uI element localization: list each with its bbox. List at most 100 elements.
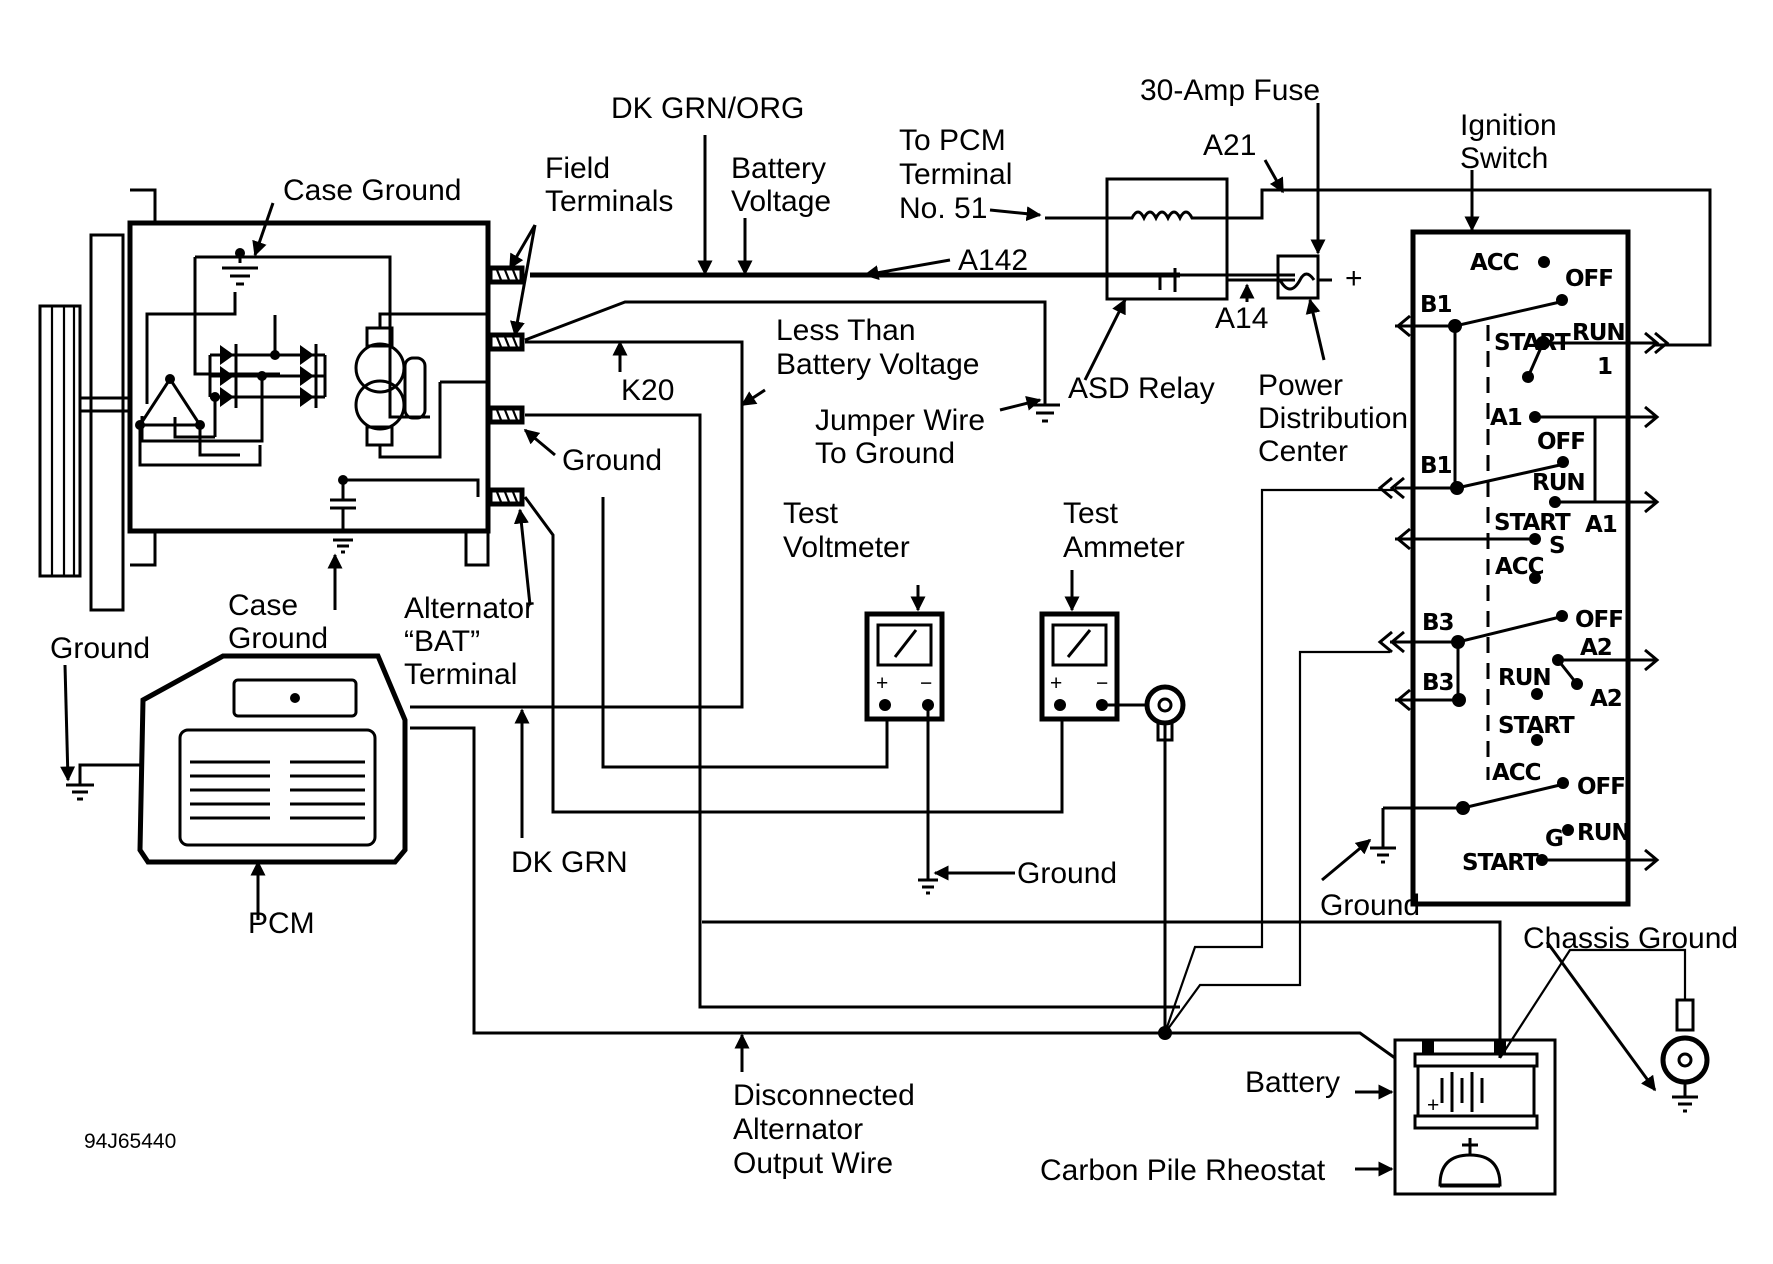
label-line: Battery (731, 152, 826, 185)
test-voltmeter: + − (864, 611, 945, 895)
label-case-ground: Case Ground (283, 174, 461, 207)
switch-contact-label: OFF (1565, 266, 1613, 292)
label-test-voltmeter: Test Voltmeter (783, 497, 910, 564)
test-ammeter: + − (1039, 611, 1186, 742)
label-line: Case (228, 589, 298, 622)
switch-contact-label: A1 (1490, 405, 1522, 431)
voltmeter-plus: + (876, 672, 888, 695)
label-line: Alternator (404, 592, 534, 625)
label-line: Ammeter (1063, 531, 1185, 564)
label-battery-voltage: Battery Voltage (731, 152, 834, 218)
label-line: Center (1258, 435, 1348, 468)
label-line: Test (1063, 497, 1119, 530)
fuse-30amp: + (1276, 254, 1363, 300)
switch-contact-label: ACC (1492, 760, 1541, 786)
label-line: “BAT” (404, 625, 480, 658)
switch-contact-label: A2 (1590, 686, 1622, 712)
label-lower-case-ground: Case Ground (228, 589, 328, 655)
label-to-pcm-terminal: To PCM Terminal No. 51 (899, 124, 1021, 225)
label-a21: A21 (1203, 129, 1256, 162)
ignition-switch: ACC OFF B1 START RUN 1 A1 OFF B1 RUN STA… (1370, 229, 1670, 907)
fuse-plus-sign: + (1345, 262, 1363, 295)
chassis-ground-starter-icon (1660, 998, 1710, 1113)
label-line: Battery Voltage (776, 348, 979, 381)
switch-contact-label: RUN (1498, 665, 1551, 691)
label-chassis-ground: Chassis Ground (1523, 922, 1738, 955)
label-a142: A142 (958, 244, 1028, 277)
label-bat-terminal: Alternator “BAT” Terminal (404, 592, 542, 691)
label-line: Less Than (776, 314, 916, 347)
label-test-ammeter: Test Ammeter (1063, 497, 1185, 564)
label-disconnected-output-wire: Disconnected Alternator Output Wire (733, 1079, 923, 1180)
label-switch-ground: Ground (1320, 889, 1420, 922)
label-line: Voltmeter (783, 531, 910, 564)
alternator-terminals (487, 265, 525, 507)
switch-contact-label: ACC (1495, 554, 1544, 580)
label-line: Ignition (1460, 109, 1557, 142)
label-line: Disconnected (733, 1079, 915, 1112)
label-dk-grn-org: DK GRN/ORG (611, 92, 804, 125)
alternator (38, 188, 525, 612)
ammeter-plus: + (1050, 672, 1062, 695)
label-power-distribution-center: Power Distribution Center (1258, 369, 1416, 468)
label-line: Switch (1460, 142, 1548, 175)
ammeter-minus: − (1096, 672, 1108, 695)
label-a14: A14 (1215, 302, 1268, 335)
switch-contact-label: B3 (1422, 670, 1454, 696)
stator-winding-icon (135, 374, 262, 467)
label-line: Power (1258, 369, 1343, 402)
battery-plus: + (1427, 1094, 1439, 1117)
label-asd-relay: ASD Relay (1068, 372, 1215, 405)
label-battery: Battery (1245, 1066, 1340, 1099)
switch-contact-label: OFF (1577, 774, 1625, 800)
label-line: Terminal (404, 658, 517, 691)
label-pointers (60, 103, 1657, 1177)
label-line: Output Wire (733, 1147, 893, 1180)
switch-contact-label: START (1494, 510, 1571, 536)
fuse-icon (1278, 272, 1316, 291)
switch-contact-label: B1 (1420, 453, 1452, 479)
asd-relay (1105, 177, 1229, 301)
labels: Case Ground Field Terminals DK GRN/ORG B… (50, 74, 1738, 1187)
switch-contact-label: A2 (1580, 635, 1612, 661)
label-alternator-ground: Ground (562, 444, 662, 477)
label-meter-ground: Ground (1017, 857, 1117, 890)
switch-contact-label: OFF (1537, 429, 1585, 455)
label-line: No. 51 (899, 192, 987, 225)
battery-rheostat-assembly: + (1393, 1038, 1557, 1196)
switch-contact-label: 1 (1597, 354, 1612, 380)
label-line: Terminal (899, 158, 1012, 191)
label-line: Field (545, 152, 610, 185)
switch-contact-label: B3 (1422, 610, 1454, 636)
label-carbon-pile-rheostat: Carbon Pile Rheostat (1040, 1154, 1326, 1187)
label-k20: K20 (621, 374, 674, 407)
rectifier-diodes (140, 315, 327, 443)
switch-contact-label: RUN (1532, 470, 1585, 496)
label-30-amp-fuse: 30-Amp Fuse (1140, 74, 1320, 107)
label-dk-grn: DK GRN (511, 846, 628, 879)
label-line: Terminals (545, 185, 673, 218)
inductive-clamp-icon (1144, 684, 1186, 742)
rotor-icon (354, 312, 488, 459)
switch-contact-label: S (1549, 533, 1565, 559)
case-ground-symbol (222, 248, 258, 286)
switch-contact-label: START (1462, 850, 1539, 876)
label-line: Test (783, 497, 839, 530)
switch-contact-label: OFF (1575, 607, 1623, 633)
voltmeter-minus: − (920, 672, 932, 695)
figure-id: 94J65440 (84, 1130, 176, 1153)
label-line: To PCM (899, 124, 1006, 157)
switch-contact-label: A1 (1585, 512, 1617, 538)
switch-contact-label: RUN (1577, 820, 1630, 846)
label-line: Ground (228, 622, 328, 655)
relay-coil-icon (1107, 210, 1227, 222)
switch-contact-label: ACC (1470, 250, 1519, 276)
label-pcm: PCM (248, 907, 315, 940)
label-line: Jumper Wire (815, 404, 985, 437)
rheostat-icon (1438, 1138, 1502, 1188)
label-line: Voltage (731, 185, 831, 218)
label-less-than-battery-voltage: Less Than Battery Voltage (776, 314, 979, 381)
switch-contact-label: G (1545, 826, 1563, 852)
switch-contact-label: START (1494, 330, 1571, 356)
